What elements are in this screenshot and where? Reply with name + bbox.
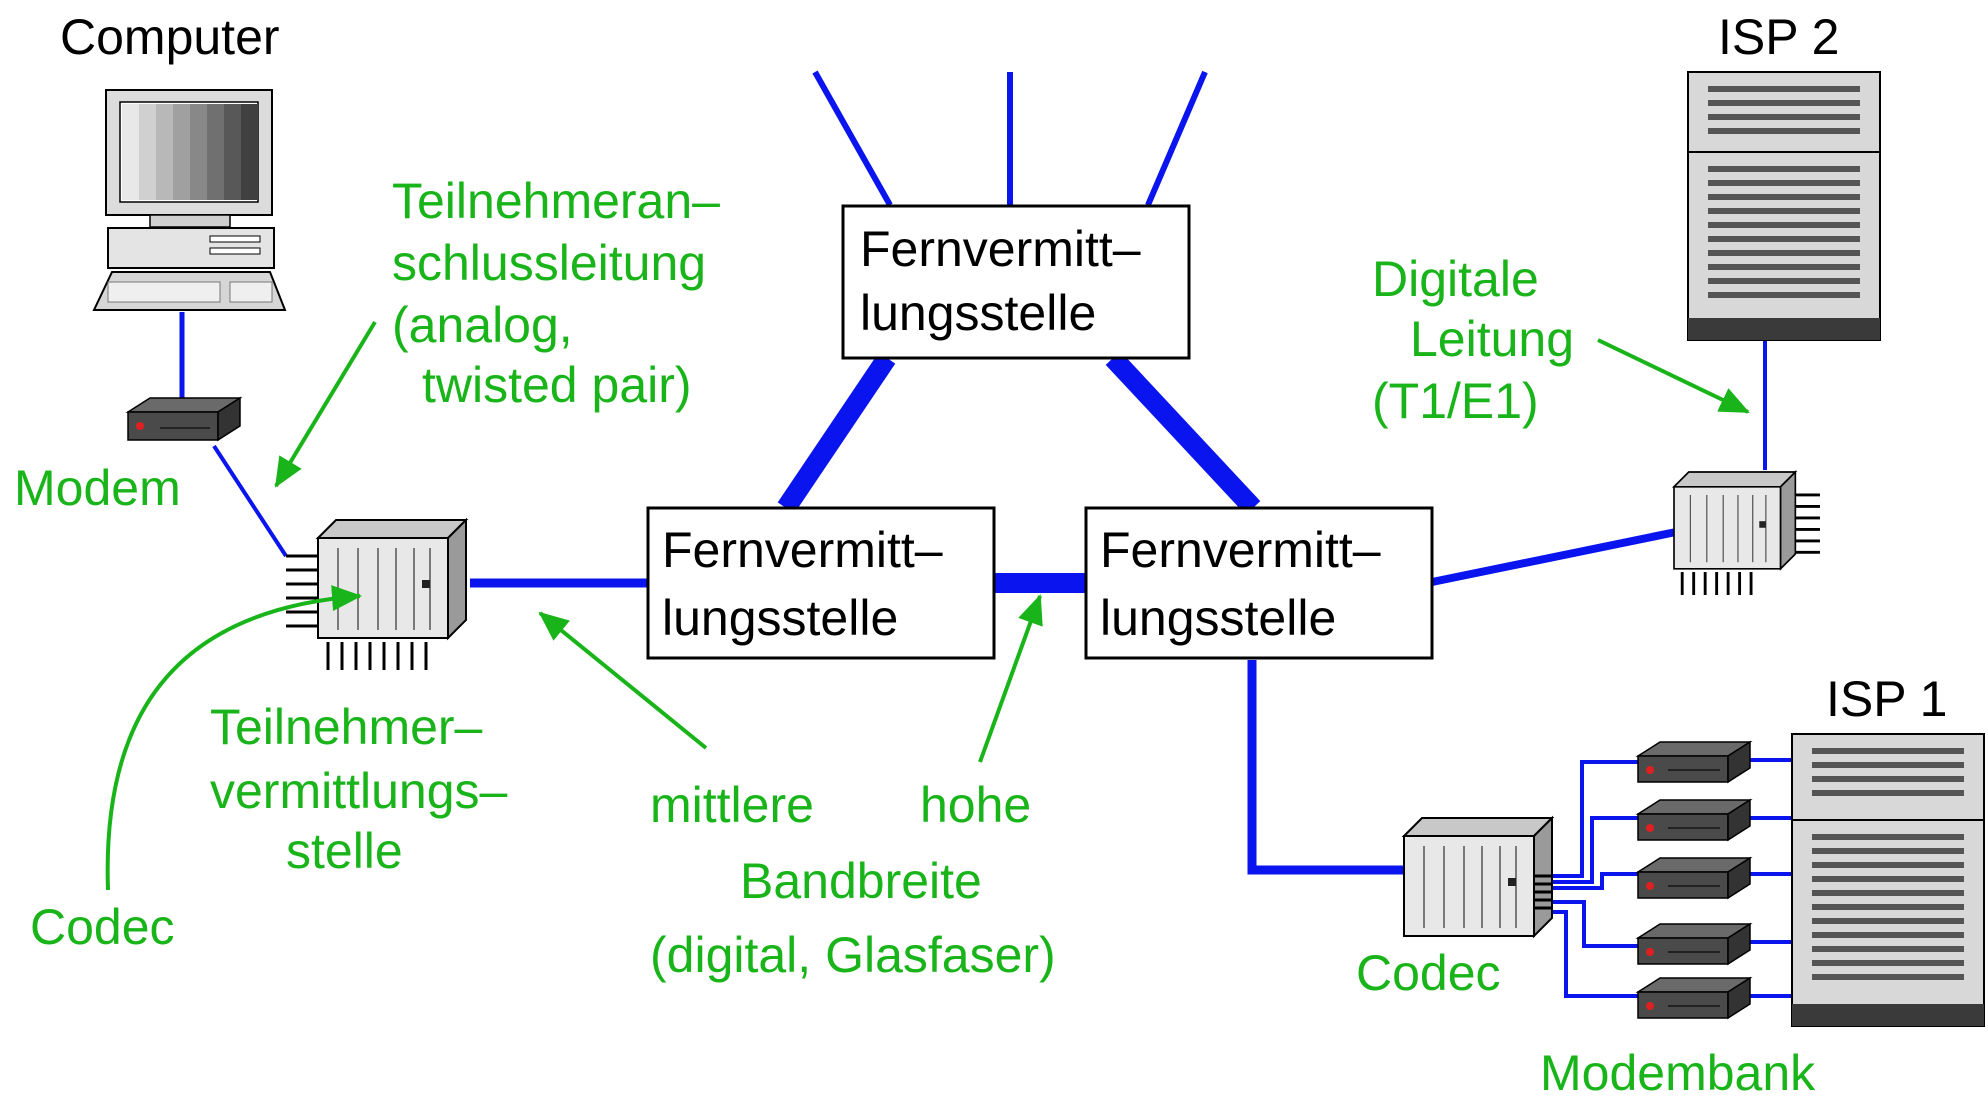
bandwidth-high: hohe <box>920 777 1031 833</box>
arrow-high-bandwidth <box>978 594 1043 763</box>
modem-icon <box>1637 799 1751 841</box>
bandwidth-label: mittlere hohe Bandbreite (digital, Glasf… <box>650 777 1056 983</box>
arrow-local-loop <box>274 320 377 488</box>
local-loop-line2: schlussleitung <box>392 235 706 291</box>
digital-line-label: Digitale Leitung (T1/E1) <box>1372 251 1574 429</box>
local-loop-line1: Teilnehmeran– <box>392 173 720 229</box>
local-loop-label: Teilnehmeran– schlussleitung (analog, tw… <box>392 173 720 413</box>
local-loop-line3: (analog, <box>392 297 573 353</box>
local-exchange-line3: stelle <box>286 823 403 879</box>
modem-icon <box>1637 857 1751 899</box>
link-switch-right-codec <box>1247 660 1408 875</box>
switch-right-line1: Fernvermitt– <box>1100 522 1381 578</box>
isp1-label: ISP 1 <box>1826 671 1947 727</box>
switch-left-line1: Fernvermitt– <box>662 522 943 578</box>
switch-left: Fernvermitt– lungsstelle <box>646 506 996 660</box>
network-links <box>179 70 1792 998</box>
arrow-medium-bandwidth <box>538 611 708 750</box>
switch-cabinet-icon <box>1673 471 1820 595</box>
digital-line-line2: Leitung <box>1410 311 1574 367</box>
digital-line-line3: (T1/E1) <box>1372 373 1539 429</box>
switch-cabinet-icon <box>286 519 467 670</box>
modem-icon <box>1637 923 1751 965</box>
local-exchange-line2: vermittlungs– <box>210 763 508 819</box>
digital-line-line1: Digitale <box>1372 251 1539 307</box>
link-codec-modem-2 <box>1552 816 1640 884</box>
server-tower-icon <box>1687 71 1881 341</box>
link-switch-top-right <box>1105 351 1261 515</box>
link-codec-modem-4 <box>1552 900 1640 948</box>
computer-label: Computer <box>60 9 280 65</box>
arrow-codec-left <box>105 585 362 891</box>
switch-top-line1: Fernvermitt– <box>860 221 1141 277</box>
modem-bank <box>1637 741 1751 1019</box>
link-codec-modem-5 <box>1552 910 1640 998</box>
link-modem-exchange <box>212 444 288 558</box>
codec-right-label: Codec <box>1356 945 1501 1001</box>
desktop-computer-icon <box>92 89 287 311</box>
bandwidth-word: Bandbreite <box>740 853 982 909</box>
modem-icon <box>1637 977 1751 1019</box>
modem-icon <box>125 396 243 442</box>
arrow-digital-line <box>1597 338 1750 414</box>
switch-right: Fernvermitt– lungsstelle <box>1084 506 1434 660</box>
modem-label: Modem <box>14 460 181 516</box>
switch-cabinet-icon <box>1403 817 1553 937</box>
switch-left-line2: lungsstelle <box>662 590 898 646</box>
link-switch-top-left <box>777 352 896 514</box>
link-trunk-3 <box>1145 70 1208 207</box>
bandwidth-medium-type: (digital, Glasfaser) <box>650 927 1056 983</box>
switch-top-line2: lungsstelle <box>860 285 1096 341</box>
local-exchange-line1: Teilnehmer– <box>210 699 483 755</box>
annotation-arrows <box>105 320 1750 891</box>
link-codec-modem-1 <box>1552 760 1640 878</box>
modembank-label: Modembank <box>1540 1045 1816 1097</box>
bandwidth-medium: mittlere <box>650 777 814 833</box>
modem-icon <box>1637 741 1751 783</box>
codec-left-label: Codec <box>30 899 175 955</box>
local-exchange-label: Teilnehmer– vermittlungs– stelle <box>210 699 508 879</box>
link-switch-right-isp2 <box>1431 528 1677 586</box>
switch-top: Fernvermitt– lungsstelle <box>841 204 1191 360</box>
isp2-label: ISP 2 <box>1718 9 1839 65</box>
link-codec-modem-3 <box>1552 872 1640 890</box>
switch-right-line2: lungsstelle <box>1100 590 1336 646</box>
server-tower-icon <box>1791 733 1985 1027</box>
link-trunk-1 <box>812 70 893 207</box>
local-loop-line4: twisted pair) <box>422 357 692 413</box>
